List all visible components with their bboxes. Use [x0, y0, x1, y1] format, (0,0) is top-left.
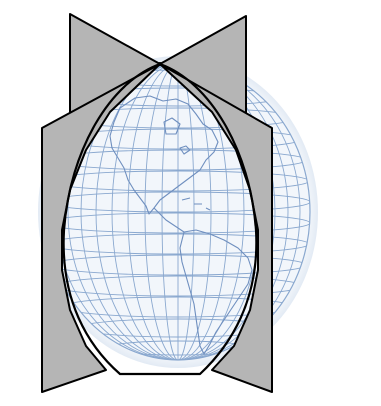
apex-point — [158, 62, 162, 66]
